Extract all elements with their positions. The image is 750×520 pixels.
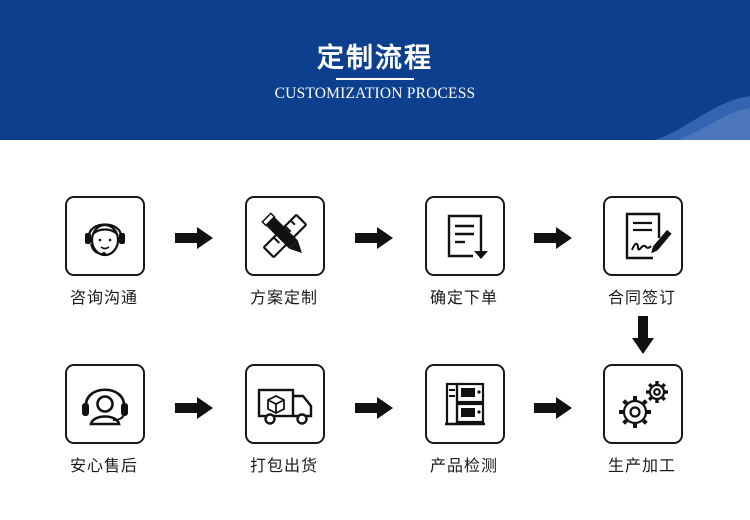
header-background — [0, 0, 750, 140]
delivery-truck-icon — [257, 388, 313, 425]
arrow-right-icon — [534, 227, 572, 253]
inspection-machine-icon — [445, 382, 485, 426]
headset-support-icon — [82, 388, 128, 426]
header-banner: 定制流程 CUSTOMIZATION PROCESS — [0, 0, 750, 140]
arrow-right-icon — [355, 227, 393, 253]
step-icon-box — [245, 196, 325, 276]
arrow-right-icon — [355, 397, 393, 423]
step-icon-box — [245, 364, 325, 444]
gears-icon — [619, 381, 668, 428]
page-title: 定制流程 — [317, 43, 433, 74]
step-label: 安心售后 — [69, 456, 138, 475]
customer-service-agent-icon — [85, 223, 125, 257]
title-underline — [336, 78, 414, 80]
step-icon-box — [425, 364, 505, 444]
step-icon-box — [65, 196, 145, 276]
arrow-right-icon — [175, 397, 213, 423]
step-label: 产品检测 — [429, 456, 498, 475]
contract-sign-icon — [625, 212, 672, 260]
step-icon-box — [603, 364, 683, 444]
step-label: 生产加工 — [607, 456, 676, 475]
step-icon-box — [65, 364, 145, 444]
step-icon-box — [425, 196, 505, 276]
page-subtitle: CUSTOMIZATION PROCESS — [274, 85, 476, 102]
step-label: 咨询沟通 — [69, 288, 138, 307]
step-label: 方案定制 — [249, 288, 318, 307]
pencil-ruler-icon — [261, 212, 307, 258]
arrow-right-icon — [175, 227, 213, 253]
step-label: 确定下单 — [429, 288, 498, 307]
step-label: 打包出货 — [249, 456, 318, 475]
step-icon-box — [603, 196, 683, 276]
arrow-down-icon — [632, 316, 654, 358]
step-label: 合同签订 — [607, 288, 676, 307]
order-document-icon — [447, 214, 488, 259]
arrow-right-icon — [534, 397, 572, 423]
